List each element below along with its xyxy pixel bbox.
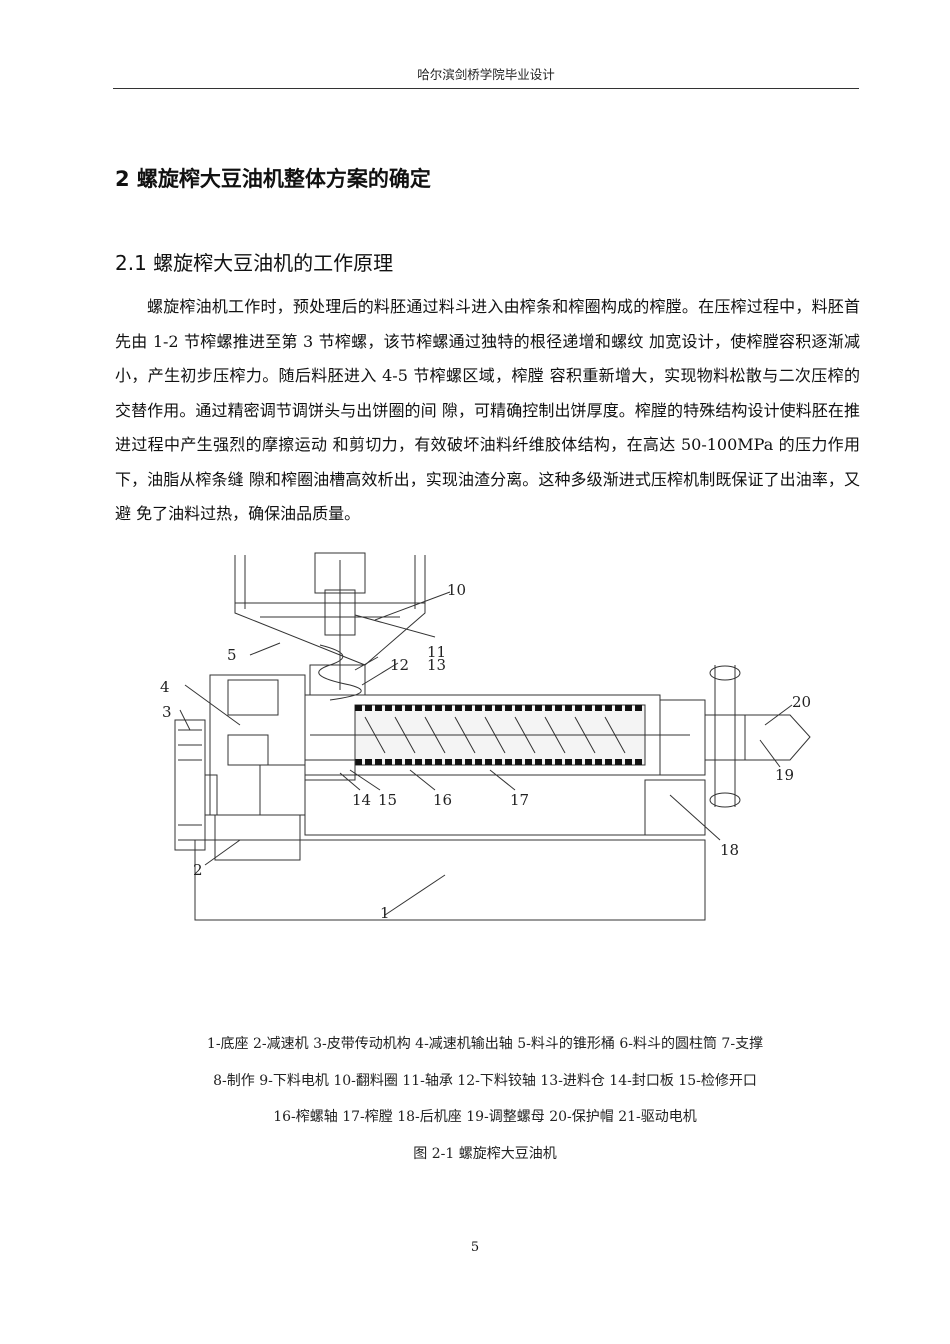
- part-label: 16: [433, 791, 452, 809]
- part-label: 13: [427, 656, 446, 674]
- press-barrel: [304, 694, 690, 781]
- adjusting-head: [659, 665, 811, 808]
- figure-legend-line-1: 1-底座 2-减速机 3-皮带传动机构 4-减速机输出轴 5-料斗的锥形桶 6-…: [206, 1036, 764, 1052]
- part-label: 18: [720, 841, 739, 859]
- part-label: 17: [510, 791, 529, 809]
- part-label: 12: [390, 656, 409, 674]
- part-label: 15: [378, 791, 397, 809]
- figure-legend-line-2: 8-制作 9-下料电机 10-翻料圈 11-轴承 12-下料铰轴 13-进料仓 …: [213, 1073, 757, 1089]
- header-rule: [113, 88, 859, 89]
- gearbox: [209, 674, 306, 816]
- figure-legend-line-3: 16-榨螺轴 17-榨膛 18-后机座 19-调整螺母 20-保护帽 21-驱动…: [273, 1109, 697, 1125]
- page-number: 5: [470, 1240, 480, 1255]
- part-label: 5: [227, 646, 237, 664]
- running-header: 哈尔滨剑桥学院毕业设计: [417, 67, 555, 82]
- figure-caption: 图 2-1 螺旋榨大豆油机: [413, 1146, 557, 1162]
- belt-pulley: [174, 719, 218, 851]
- part-label: 1: [380, 904, 390, 922]
- section-heading: 2.1 螺旋榨大豆油机的工作原理: [115, 251, 394, 275]
- part-label: 11: [427, 643, 446, 661]
- part-label: 14: [352, 791, 371, 809]
- machine-base: [194, 779, 706, 921]
- feed-screw: [309, 644, 366, 701]
- part-label: 20: [792, 693, 811, 711]
- oil-press-diagram: 1 2 3 4 5 10 11 12 13 14 15 16 17 18 19 …: [160, 552, 811, 922]
- chapter-heading: 2 螺旋榨大豆油机整体方案的确定: [115, 167, 431, 191]
- part-label: 4: [160, 678, 170, 696]
- part-label: 2: [193, 861, 203, 879]
- part-label: 19: [775, 766, 794, 784]
- part-label: 10: [447, 581, 466, 599]
- part-label: 3: [162, 703, 172, 721]
- leader-lines: [179, 591, 793, 916]
- body-paragraph: 螺旋榨油机工作时，预处理后的料胚通过料斗进入由榨条和榨圈构成的榨膛。在压榨过程中…: [115, 297, 860, 523]
